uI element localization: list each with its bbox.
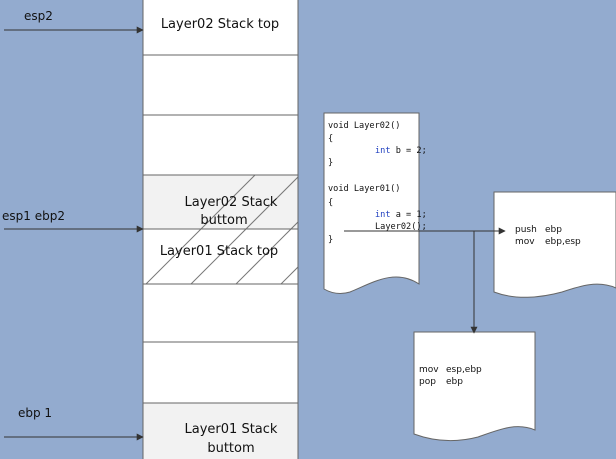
code-line: { [328,134,333,144]
code-text: } [328,235,333,245]
label-layer01-stack-top: Layer01 Stack top [160,244,278,259]
call-connectors [344,227,506,334]
epilogue-instruction-arg: esp,ebp [446,365,482,375]
label-layer02-stack-top: Layer02 Stack top [161,17,279,32]
prologue-instruction-arg: ebp,esp [545,237,581,247]
code-keyword: int [375,146,391,156]
stack-cell-layer02-top [142,0,299,56]
code-lines: void Layer02() { int b = 2;} void Layer01()… [328,121,427,245]
epilogue-instruction-op: pop [419,377,436,387]
code-text: b = 2; [391,146,427,156]
epilogue-instruction-arg: ebp [446,377,463,387]
frame-hatching [145,175,298,284]
label-esp2: esp2 [24,9,53,23]
label-ebp1: ebp 1 [18,406,52,420]
code-line: Layer02(); [375,222,427,232]
stack-cell-layer02-bottom [142,174,299,230]
stack-cell-layer01-bottom [142,402,299,459]
label-layer01-stack-bottom-1: Layer01 Stack [185,422,278,437]
stack-cell-empty-3 [142,283,299,343]
code-line: } [328,158,333,168]
prologue-instruction-op: push [515,225,537,235]
epilogue-instruction-op: mov [419,365,439,375]
stack-column: Layer02 Stack top Layer02 Stack buttom L… [142,0,299,459]
code-text: { [328,198,333,208]
label-layer02-stack-bottom-1: Layer02 Stack [185,195,278,210]
pointer-esp2: esp2 [4,9,144,34]
label-layer02-stack-bottom-2: buttom [200,213,247,228]
code-text: void Layer02() [328,121,400,131]
code-line: int a = 1; [375,210,427,220]
code-text: } [328,158,333,168]
code-text: void Layer01() [328,184,400,194]
code-text: Layer02(); [375,222,427,232]
code-text: a = 1; [391,210,427,220]
code-line: void Layer01() [328,184,400,194]
pointer-ebp1: ebp 1 [4,406,144,441]
prologue-instruction-op: mov [515,237,535,247]
label-esp1-ebp2: esp1 ebp2 [2,209,65,223]
prologue-instruction-arg: ebp [545,225,562,235]
code-line: int b = 2; [375,146,427,156]
code-document: void Layer02() { int b = 2;} void Layer01()… [323,112,427,294]
stack-cell-empty-2 [142,114,299,176]
code-keyword: int [375,210,391,220]
code-line: void Layer02() [328,121,400,131]
pointer-esp1-ebp2: esp1 ebp2 [2,209,144,233]
label-layer01-stack-bottom-2: buttom [207,441,254,456]
code-text: { [328,134,333,144]
stack-cell-empty-1 [142,54,299,116]
code-line: { [328,198,333,208]
stack-cell-empty-4 [142,341,299,404]
code-line: } [328,235,333,245]
